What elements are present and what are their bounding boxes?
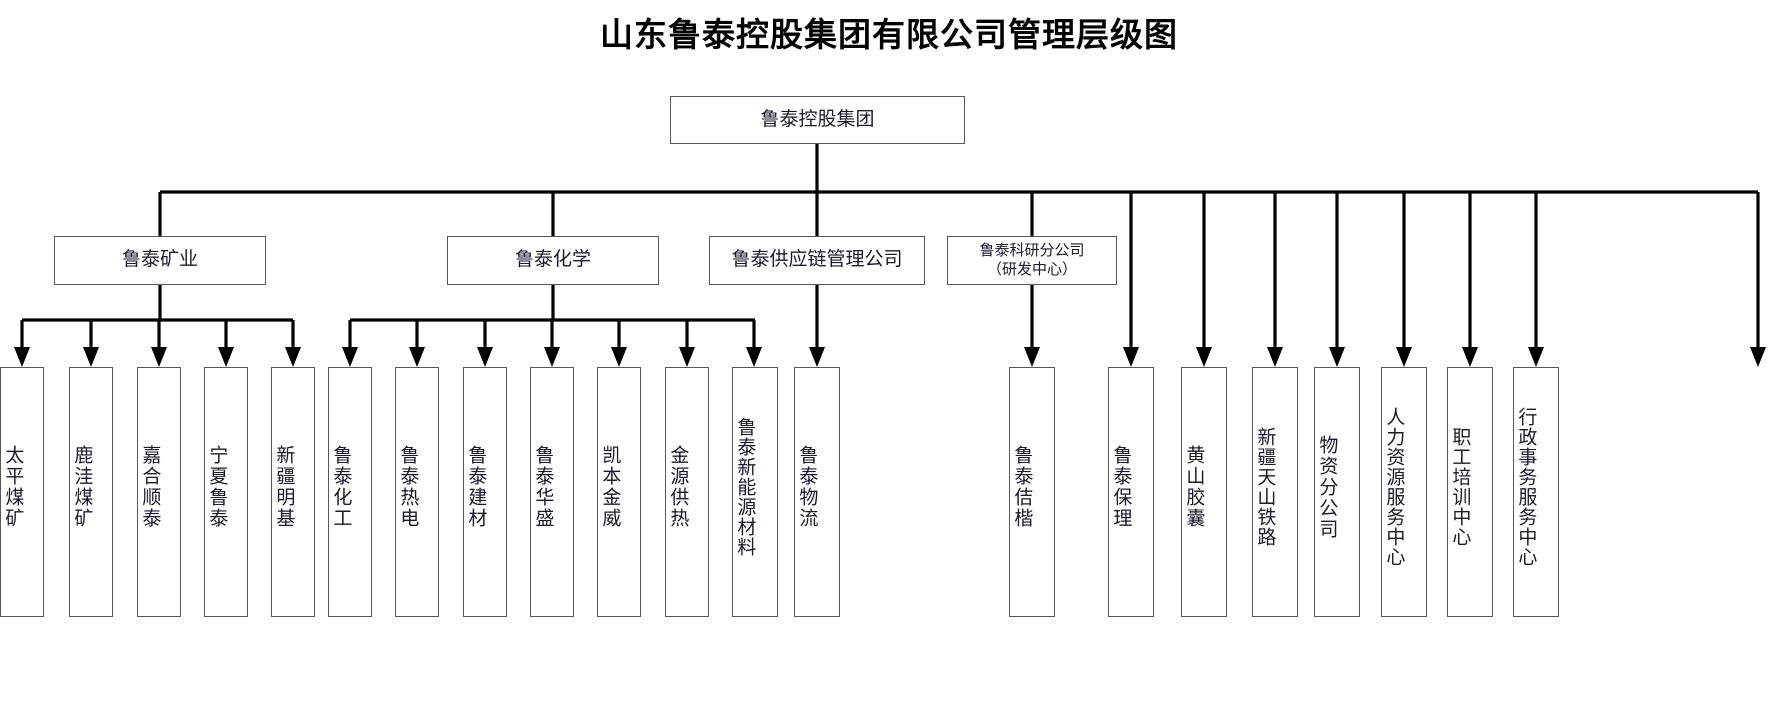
node-unit-lutai-jiekai[interactable]: 鲁泰佶楷 bbox=[1009, 367, 1055, 617]
node-root-label: 鲁泰控股集团 bbox=[760, 108, 875, 130]
node-unit-kaiben-jinwei-label: 凯本金威 bbox=[599, 445, 621, 529]
node-unit-huangshan-capsule[interactable]: 黄山胶囊 bbox=[1181, 367, 1227, 617]
node-unit-taiping-coal[interactable]: 太平煤矿 bbox=[0, 367, 44, 617]
node-division-research[interactable]: 鲁泰科研分公司 （研发中心） bbox=[947, 236, 1117, 285]
node-division-research-sublabel: （研发中心） bbox=[986, 261, 1077, 278]
node-unit-lutai-jiekai-label: 鲁泰佶楷 bbox=[1011, 445, 1033, 529]
node-unit-lutai-thermal-power-label: 鲁泰热电 bbox=[397, 445, 419, 529]
node-unit-admin-affairs-service-center-label: 行政事务服务中心 bbox=[1515, 407, 1537, 567]
node-unit-lutai-chemical-works-label: 鲁泰化工 bbox=[330, 445, 352, 529]
node-unit-taiping-coal-label: 太平煤矿 bbox=[2, 445, 24, 529]
node-unit-lutai-new-energy-materials-label: 鲁泰新能源材料 bbox=[734, 417, 756, 557]
node-unit-kaiben-jinwei[interactable]: 凯本金威 bbox=[597, 367, 641, 617]
node-unit-jiaheshuntai[interactable]: 嘉合顺泰 bbox=[137, 367, 181, 617]
node-unit-xinjiang-mingji-label: 新疆明基 bbox=[273, 445, 295, 529]
node-unit-lutai-logistics-label: 鲁泰物流 bbox=[796, 445, 818, 529]
node-division-chemical[interactable]: 鲁泰化学 bbox=[447, 236, 659, 285]
node-division-mining-label: 鲁泰矿业 bbox=[121, 249, 198, 271]
node-unit-jinyuan-heating[interactable]: 金源供热 bbox=[665, 367, 709, 617]
node-unit-staff-training-center-label: 职工培训中心 bbox=[1449, 427, 1471, 547]
node-unit-lutai-logistics[interactable]: 鲁泰物流 bbox=[794, 367, 840, 617]
node-division-chemical-label: 鲁泰化学 bbox=[514, 249, 591, 271]
node-unit-lutai-factoring[interactable]: 鲁泰保理 bbox=[1108, 367, 1154, 617]
node-unit-ningxia-lutai-label: 宁夏鲁泰 bbox=[206, 445, 228, 529]
node-unit-luwa-coal-label: 鹿洼煤矿 bbox=[71, 445, 93, 529]
node-division-supply-label: 鲁泰供应链管理公司 bbox=[731, 249, 903, 271]
node-unit-xinjiang-mingji[interactable]: 新疆明基 bbox=[271, 367, 315, 617]
node-unit-xinjiang-tianshan-railway[interactable]: 新疆天山铁路 bbox=[1252, 367, 1298, 617]
node-unit-ningxia-lutai[interactable]: 宁夏鲁泰 bbox=[204, 367, 248, 617]
node-unit-lutai-chemical-works[interactable]: 鲁泰化工 bbox=[328, 367, 372, 617]
node-root[interactable]: 鲁泰控股集团 bbox=[670, 96, 965, 144]
node-division-research-label: 鲁泰科研分公司 bbox=[979, 242, 1085, 260]
node-unit-lutai-thermal-power[interactable]: 鲁泰热电 bbox=[395, 367, 439, 617]
node-unit-xinjiang-tianshan-railway-label: 新疆天山铁路 bbox=[1254, 427, 1276, 547]
node-unit-lutai-building-materials-label: 鲁泰建材 bbox=[465, 445, 487, 529]
node-unit-hr-service-center[interactable]: 人力资源服务中心 bbox=[1381, 367, 1427, 617]
node-unit-huangshan-capsule-label: 黄山胶囊 bbox=[1183, 445, 1205, 529]
node-unit-jinyuan-heating-label: 金源供热 bbox=[667, 445, 689, 529]
node-unit-lutai-building-materials[interactable]: 鲁泰建材 bbox=[463, 367, 507, 617]
node-unit-jiaheshuntai-label: 嘉合顺泰 bbox=[139, 445, 161, 529]
node-unit-luwa-coal[interactable]: 鹿洼煤矿 bbox=[69, 367, 113, 617]
node-unit-lutai-huasheng-label: 鲁泰华盛 bbox=[532, 445, 554, 529]
node-unit-admin-affairs-service-center[interactable]: 行政事务服务中心 bbox=[1513, 367, 1559, 617]
node-division-mining[interactable]: 鲁泰矿业 bbox=[54, 236, 266, 285]
node-unit-materials-branch-label: 物资分公司 bbox=[1316, 434, 1338, 540]
node-unit-staff-training-center[interactable]: 职工培训中心 bbox=[1447, 367, 1493, 617]
node-unit-lutai-new-energy-materials[interactable]: 鲁泰新能源材料 bbox=[732, 367, 778, 617]
node-division-supply[interactable]: 鲁泰供应链管理公司 bbox=[709, 236, 925, 285]
node-unit-lutai-factoring-label: 鲁泰保理 bbox=[1110, 445, 1132, 529]
node-unit-hr-service-center-label: 人力资源服务中心 bbox=[1383, 407, 1405, 567]
node-unit-lutai-huasheng[interactable]: 鲁泰华盛 bbox=[530, 367, 574, 617]
node-unit-materials-branch[interactable]: 物资分公司 bbox=[1314, 367, 1360, 617]
page-title: 山东鲁泰控股集团有限公司管理层级图 bbox=[600, 18, 1178, 54]
